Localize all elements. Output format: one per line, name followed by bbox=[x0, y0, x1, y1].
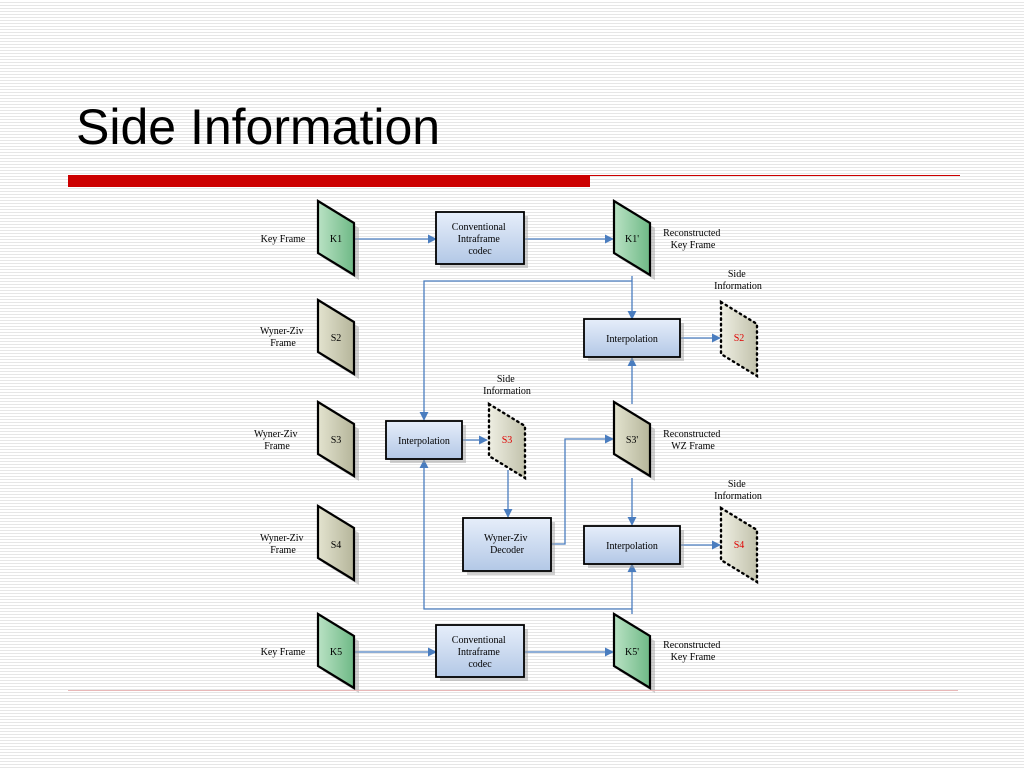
label-wz-frame-s4-line2: Frame bbox=[270, 545, 296, 556]
label-side-info-s2-line2: Information bbox=[714, 281, 762, 292]
frame-k1: K1 bbox=[316, 199, 359, 280]
frame-s4-label: S4 bbox=[331, 540, 342, 551]
label-wz-frame-s2-line2: Frame bbox=[270, 338, 296, 349]
frame-k5-reconstructed-label: K5' bbox=[625, 647, 639, 658]
side-frame-s2: S2 bbox=[719, 299, 759, 379]
wyner-ziv-decoder-box: Wyner-Ziv Decoder bbox=[462, 517, 555, 575]
label-wz-frame-s3-line1: Wyner-Ziv bbox=[254, 429, 298, 440]
interpolation-s4-label: Interpolation bbox=[606, 541, 658, 552]
label-reconstructed-s3: Reconstructed WZ Frame bbox=[663, 429, 723, 452]
label-wz-frame-s3: Wyner-Ziv Frame bbox=[254, 429, 300, 452]
label-reconstructed-k1-line2: Key Frame bbox=[671, 240, 716, 251]
label-wz-frame-s2-line1: Wyner-Ziv bbox=[260, 326, 304, 337]
side-frame-s3-label: S3 bbox=[502, 435, 513, 446]
label-reconstructed-k5-line2: Key Frame bbox=[671, 652, 716, 663]
codec-top-line2: Intraframe bbox=[458, 234, 501, 245]
line-k1-out-to-interp-s3 bbox=[419, 280, 632, 421]
side-frame-s2-label: S2 bbox=[734, 333, 745, 344]
interpolation-box-s2: Interpolation bbox=[583, 318, 684, 361]
frame-k1-reconstructed: K1' bbox=[612, 199, 655, 280]
interpolation-s3-label: Interpolation bbox=[398, 436, 450, 447]
label-side-info-s3-line2: Information bbox=[483, 386, 531, 397]
label-key-frame-k5: Key Frame bbox=[261, 647, 306, 658]
line-decoder-to-s3-out bbox=[551, 434, 614, 545]
side-frame-s3: S3 bbox=[487, 401, 527, 481]
label-reconstructed-k1-line1: Reconstructed bbox=[663, 228, 720, 239]
footer-rule bbox=[68, 690, 958, 691]
label-side-info-s3-line1: Side bbox=[497, 374, 515, 385]
frame-s4: S4 bbox=[316, 504, 359, 585]
frame-k5-label: K5 bbox=[330, 647, 342, 658]
label-reconstructed-s3-line1: Reconstructed bbox=[663, 429, 720, 440]
frame-k1-label: K1 bbox=[330, 234, 342, 245]
label-side-info-s2-line1: Side bbox=[728, 269, 746, 280]
codec-top-line1: Conventional bbox=[452, 222, 506, 233]
side-frame-s4: S4 bbox=[719, 505, 759, 585]
codec-top-line3: codec bbox=[468, 246, 492, 257]
decoder-label-line1: Wyner-Ziv bbox=[484, 533, 528, 544]
title-underline-line bbox=[590, 175, 960, 176]
label-side-info-s4-line2: Information bbox=[714, 491, 762, 502]
line-k5-out-to-interp-s3 bbox=[419, 459, 632, 610]
label-reconstructed-k5: Reconstructed Key Frame bbox=[663, 640, 723, 663]
label-wz-frame-s4-line1: Wyner-Ziv bbox=[260, 533, 304, 544]
codec-bottom-label: Conventional Intraframe codec bbox=[452, 635, 508, 670]
codec-bottom-line1: Conventional bbox=[452, 635, 506, 646]
interpolation-s2-label: Interpolation bbox=[606, 334, 658, 345]
label-side-info-s2: Side Information bbox=[714, 269, 762, 292]
frame-s2-label: S2 bbox=[331, 333, 342, 344]
slide-title: Side Information bbox=[76, 99, 441, 155]
label-key-frame-k1: Key Frame bbox=[261, 234, 306, 245]
title-underline-bar bbox=[68, 175, 590, 187]
label-reconstructed-k5-line1: Reconstructed bbox=[663, 640, 720, 651]
side-frame-s4-label: S4 bbox=[734, 540, 745, 551]
interpolation-box-s3: Interpolation bbox=[385, 420, 466, 463]
label-wz-frame-s4: Wyner-Ziv Frame bbox=[260, 533, 306, 556]
frame-k5-reconstructed: K5' bbox=[612, 612, 655, 693]
codec-bottom-line2: Intraframe bbox=[458, 647, 501, 658]
connectors bbox=[354, 234, 721, 657]
codec-box-top: Conventional Intraframe codec bbox=[435, 211, 528, 268]
codec-top-label: Conventional Intraframe codec bbox=[452, 222, 508, 257]
codec-bottom-line3: codec bbox=[468, 659, 492, 670]
label-side-info-s3: Side Information bbox=[483, 374, 531, 397]
codec-box-bottom: Conventional Intraframe codec bbox=[435, 624, 528, 681]
frame-k5: K5 bbox=[316, 612, 359, 693]
label-reconstructed-k1: Reconstructed Key Frame bbox=[663, 228, 723, 251]
frame-s3-label: S3 bbox=[331, 435, 342, 446]
frame-k1-reconstructed-label: K1' bbox=[625, 234, 639, 245]
interpolation-box-s4: Interpolation bbox=[583, 525, 684, 568]
label-side-info-s4-line1: Side bbox=[728, 479, 746, 490]
frame-s3-reconstructed-label: S3' bbox=[626, 435, 639, 446]
decoder-label-line2: Decoder bbox=[490, 545, 525, 556]
label-reconstructed-s3-line2: WZ Frame bbox=[671, 441, 715, 452]
decoder-label: Wyner-Ziv Decoder bbox=[484, 533, 530, 556]
frame-s3: S3 bbox=[316, 400, 359, 481]
frame-s2: S2 bbox=[316, 298, 359, 379]
label-wz-frame-s2: Wyner-Ziv Frame bbox=[260, 326, 306, 349]
label-side-info-s4: Side Information bbox=[714, 479, 762, 502]
frame-s3-reconstructed: S3' bbox=[612, 400, 655, 481]
label-wz-frame-s3-line2: Frame bbox=[264, 441, 290, 452]
